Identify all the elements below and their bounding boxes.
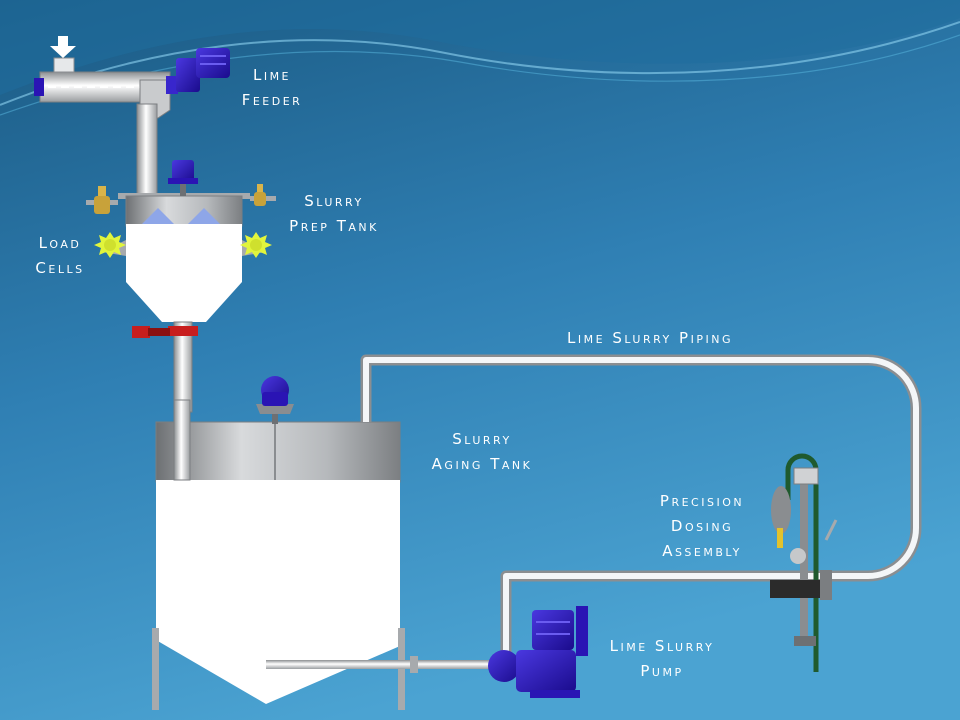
label-precision-dosing-assembly-line2: Dosing xyxy=(671,517,733,535)
label-lime-feeder-line2: Feeder xyxy=(242,91,303,109)
inlet-valve-left xyxy=(86,186,118,214)
label-load-cells-line1: Load xyxy=(39,234,82,252)
precision-dosing-assembly xyxy=(770,453,838,672)
inlet-valve-right xyxy=(250,184,276,206)
down-arrow-icon xyxy=(50,36,76,58)
label-lime-slurry-pump-line1: Lime Slurry xyxy=(610,637,715,655)
label-precision-dosing-assembly-line1: Precision xyxy=(660,492,744,510)
label-slurry-prep-tank-line1: Slurry xyxy=(304,192,363,210)
label-slurry-aging-tank-line2: Aging Tank xyxy=(432,455,533,473)
load-cell-left xyxy=(94,232,126,258)
label-lime-feeder-line1: Lime xyxy=(253,66,291,84)
aging-tank-agitator-motor xyxy=(256,376,294,424)
label-lime-slurry-pump-line2: Pump xyxy=(640,662,683,680)
feeder-motor xyxy=(166,48,230,94)
pump-suction-pipe xyxy=(266,660,492,669)
lime-slurry-pump xyxy=(488,606,588,698)
prep-tank-agitator-motor xyxy=(168,160,198,196)
label-precision-dosing-assembly-line3: Assembly xyxy=(662,542,742,560)
label-slurry-prep-tank-line2: Prep Tank xyxy=(289,217,379,235)
lime-slurry-piping-loop-highlight xyxy=(363,357,919,662)
slurry-aging-tank xyxy=(152,399,405,710)
label-load-cells-line2: Cells xyxy=(35,259,84,277)
label-lime-slurry-piping: Lime Slurry Piping xyxy=(567,329,733,347)
feeder-chute xyxy=(136,103,158,201)
background-wave-highlight xyxy=(0,21,960,106)
label-slurry-aging-tank-line1: Slurry xyxy=(452,430,511,448)
load-cell-right xyxy=(240,232,272,258)
pipe-flange xyxy=(410,656,418,673)
background-wave xyxy=(0,0,960,95)
background-wave-highlight-2 xyxy=(0,34,960,116)
